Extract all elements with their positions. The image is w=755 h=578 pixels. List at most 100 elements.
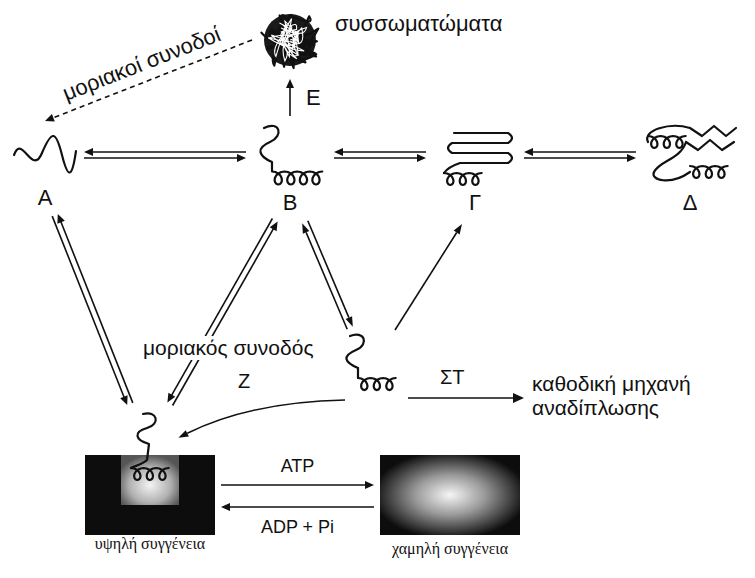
- arrow-head: [524, 148, 533, 156]
- illustration-polygon: [346, 316, 353, 327]
- illustration-svg: [250, 120, 330, 190]
- illustration-svg: [380, 445, 520, 540]
- binding-arrow: [178, 400, 345, 438]
- arrow-head: [237, 154, 246, 162]
- reaction-arrow: [524, 148, 636, 162]
- intermediate-state: Γ: [430, 125, 520, 216]
- illustration-line: [408, 397, 514, 399]
- native-state: Δ: [640, 120, 740, 216]
- arrow-head: [167, 393, 175, 403]
- illustration-polygon: [302, 223, 309, 234]
- arrow-shaft: [92, 151, 246, 153]
- arrow-head: [270, 222, 278, 232]
- protein-illustration: [640, 120, 740, 190]
- illustration-path: [690, 166, 728, 178]
- illustration-path: [444, 133, 512, 173]
- arrow-shaft: [334, 157, 418, 159]
- state-label: χαμηλή συγγένεια: [392, 540, 508, 558]
- transfer-arrow: [408, 393, 524, 403]
- arrow-shaft: [289, 87, 291, 116]
- step-letter: Ζ: [238, 370, 250, 393]
- illustration-path: [648, 136, 686, 148]
- protein-illustration: [85, 410, 215, 535]
- reaction-arrow: [286, 79, 294, 116]
- state-label: Δ: [683, 190, 698, 216]
- illustration-rect: [121, 455, 179, 505]
- illustration-path: [444, 173, 482, 185]
- protein-illustration: [250, 120, 330, 190]
- protein-illustration: [255, 5, 325, 75]
- protein-illustration: [10, 125, 80, 185]
- illustration-path: [131, 468, 169, 480]
- arrow-head: [57, 214, 64, 224]
- free-protein: [346, 335, 395, 390]
- arrow-head: [365, 481, 374, 489]
- equilibrium-arrow: [302, 221, 353, 329]
- illustration-line: [395, 233, 457, 331]
- illustration-rect: [380, 455, 520, 535]
- protein-illustration: [430, 125, 520, 190]
- state-label: Γ: [469, 190, 481, 216]
- arrow-shaft: [221, 484, 366, 486]
- protein-chain: [346, 335, 364, 378]
- intermediate-state: Β: [250, 120, 330, 216]
- arrow-head: [84, 148, 93, 156]
- state-label: Β: [283, 190, 298, 216]
- illustration-line: [306, 232, 347, 329]
- arrow-shaft: [524, 157, 628, 159]
- arrow-head: [286, 79, 294, 88]
- illustration-line: [308, 221, 349, 318]
- arrow-head: [221, 503, 230, 511]
- arrow-head: [627, 154, 636, 162]
- aggregate-state: συσσωματώματα: [255, 5, 502, 75]
- unfolded-state: Α: [10, 125, 80, 211]
- illustration-path: [187, 400, 345, 433]
- illustration-path: [268, 19, 306, 61]
- illustration-svg: [10, 125, 80, 185]
- illustration-svg: [85, 410, 215, 535]
- protein-illustration: [380, 445, 520, 540]
- arrow-shaft: [532, 151, 636, 153]
- reaction-arrow: [221, 503, 374, 511]
- reaction-arrow: [221, 481, 374, 489]
- chaperone-label: μοριακός συνοδός: [140, 336, 317, 360]
- arrow-label: Ε: [306, 85, 321, 111]
- illustration-polygon: [513, 393, 524, 403]
- folding-arrow: [395, 224, 462, 330]
- arrow-shaft: [52, 216, 124, 398]
- illustration-svg: [430, 125, 520, 190]
- arrow-head: [45, 114, 55, 121]
- illustration-rect: [85, 455, 215, 535]
- arrow-shaft: [229, 506, 374, 508]
- step-letter: ΣΤ: [440, 366, 465, 389]
- illustration-path: [14, 136, 76, 173]
- illustration-path: [261, 15, 318, 68]
- illustration-path: [131, 413, 156, 468]
- arrow-head: [120, 395, 127, 405]
- arrow-shaft: [173, 228, 274, 405]
- arrow-shaft: [342, 151, 426, 153]
- reaction-arrow: [84, 148, 246, 162]
- arrow-shaft: [61, 221, 133, 403]
- illustration-polygon: [178, 430, 189, 438]
- state-label: υψηλή συγγένεια: [95, 535, 205, 553]
- illustration-polygon: [454, 224, 462, 234]
- illustration-path: [647, 126, 736, 180]
- arrow-label: ADP + Pi: [261, 517, 334, 538]
- state-label: Α: [38, 185, 53, 211]
- reaction-arrow: [334, 148, 426, 162]
- illustration-path: [260, 126, 278, 171]
- chaperone-low-affinity: χαμηλή συγγένεια: [380, 445, 520, 558]
- illustration-svg: [640, 120, 740, 190]
- state-label: συσσωματώματα: [335, 11, 502, 37]
- arrow-label: μοριακοί συνοδοί: [59, 21, 224, 106]
- illustration-svg: [255, 5, 325, 75]
- chaperone-high-affinity: υψηλή συγγένεια: [85, 410, 215, 553]
- machinery-label: καθοδική μηχανή αναδίπλωσης: [532, 372, 707, 420]
- arrow-shaft: [171, 219, 272, 396]
- protein-helix: [358, 378, 396, 390]
- arrow-label: ATP: [281, 456, 315, 477]
- arrow-head: [417, 154, 426, 162]
- reaction-arrow: [167, 219, 277, 406]
